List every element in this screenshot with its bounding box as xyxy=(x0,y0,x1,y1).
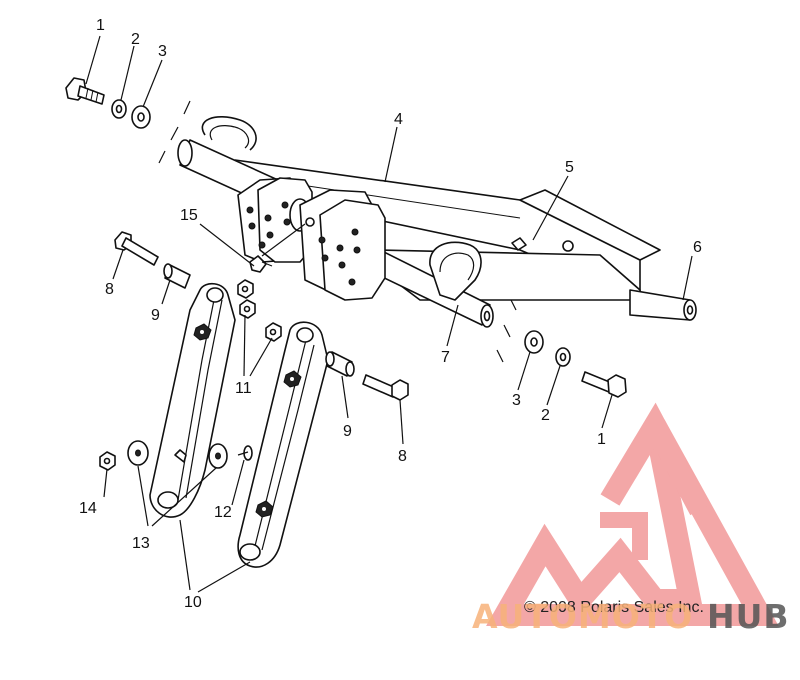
flat-washer-lower xyxy=(524,330,544,354)
nuts-11 xyxy=(237,279,282,342)
watermark-text-right: HUB xyxy=(707,597,790,636)
bushing-right-9 xyxy=(325,351,355,377)
callout-7: 7 xyxy=(441,349,450,366)
copyright-notice: © 2008 Polaris Sales Inc. xyxy=(524,599,704,616)
link-arm-left xyxy=(149,282,236,518)
callout-5: 5 xyxy=(565,159,574,176)
nut-14 xyxy=(99,451,116,471)
callout-9-lower: 9 xyxy=(343,423,352,440)
callout-6: 6 xyxy=(693,239,702,256)
callout-2-upper: 2 xyxy=(131,31,140,48)
bracket-plates-right xyxy=(299,189,386,301)
washer-13-left xyxy=(127,440,149,466)
callout-15: 15 xyxy=(180,207,198,224)
bolt-left-8 xyxy=(114,231,159,266)
callout-1-upper: 1 xyxy=(96,17,105,34)
lock-washer-upper xyxy=(111,99,127,119)
callout-11: 11 xyxy=(235,380,252,397)
bushing-left-9 xyxy=(163,263,191,289)
callout-1-lower: 1 xyxy=(597,431,606,448)
callout-12: 12 xyxy=(214,504,232,521)
bolt-lower-right xyxy=(581,371,627,398)
link-arm-right xyxy=(237,321,329,568)
flat-washer-upper xyxy=(131,105,151,129)
callout-14: 14 xyxy=(79,500,97,517)
callout-10: 10 xyxy=(184,594,202,611)
washer-13-right xyxy=(208,443,228,469)
bolt-upper-left xyxy=(65,77,105,105)
callout-8-lower: 8 xyxy=(398,448,407,465)
callout-2-lower: 2 xyxy=(541,407,550,424)
bolt-right-8 xyxy=(362,374,409,401)
callout-3-lower: 3 xyxy=(512,392,521,409)
bracket-plates-left xyxy=(237,177,313,263)
lock-washer-lower xyxy=(555,347,571,367)
leader-lines xyxy=(85,35,693,593)
callout-4: 4 xyxy=(394,111,403,128)
pin-12 xyxy=(237,445,253,461)
callout-3-upper: 3 xyxy=(158,43,167,60)
grease-fitting xyxy=(249,255,273,273)
callout-labels: 1 2 3 4 5 6 7 3 2 1 15 8 9 11 9 8 14 12 … xyxy=(79,17,702,611)
watermark-text-left: AUTOMOTO xyxy=(472,597,693,636)
callout-8-upper: 8 xyxy=(105,281,114,298)
watermark-logo xyxy=(486,402,779,626)
callout-9-upper: 9 xyxy=(151,307,160,324)
callout-13: 13 xyxy=(132,535,150,552)
